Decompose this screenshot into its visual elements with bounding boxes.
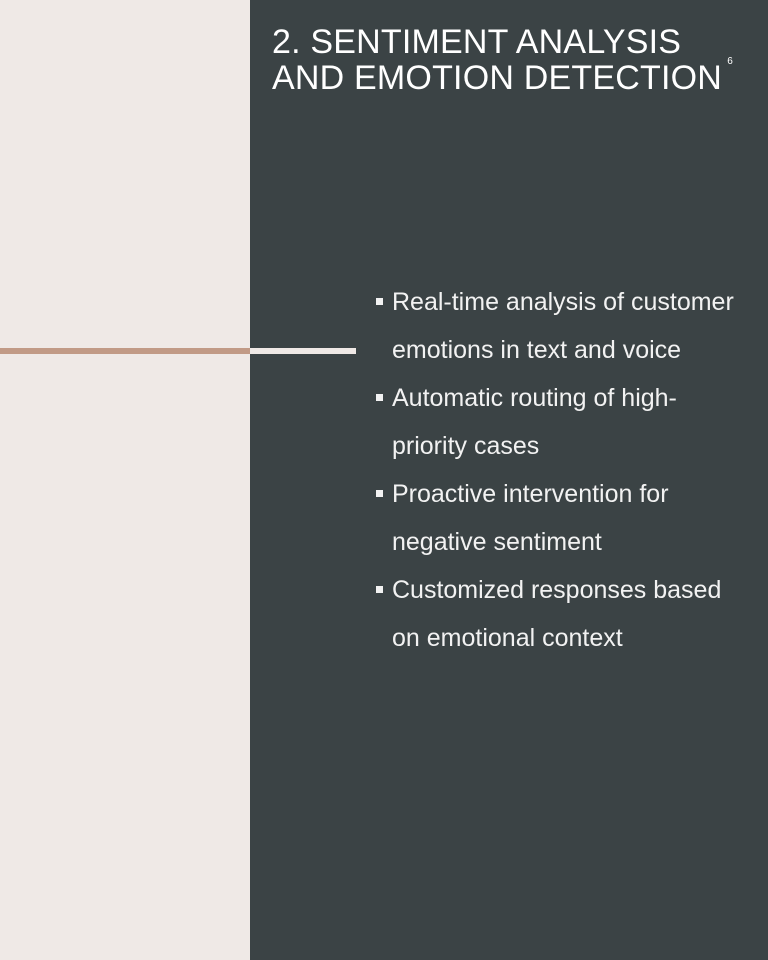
white-divider-line	[250, 348, 356, 354]
bullet-item: Real-time analysis of customer emotions …	[375, 278, 745, 374]
bullet-list: Real-time analysis of customer emotions …	[375, 278, 745, 662]
square-bullet-icon	[376, 586, 383, 593]
bullet-text: Real-time analysis of customer emotions …	[392, 288, 734, 364]
bullet-text: Customized responses based on emotional …	[392, 576, 722, 652]
square-bullet-icon	[376, 298, 383, 305]
slide-number: 6	[727, 56, 733, 67]
bullet-item: Proactive intervention for negative sent…	[375, 470, 745, 566]
bullet-item: Customized responses based on emotional …	[375, 566, 745, 662]
bullet-text: Automatic routing of high-priority cases	[392, 384, 677, 460]
bullet-text: Proactive intervention for negative sent…	[392, 480, 669, 556]
square-bullet-icon	[376, 394, 383, 401]
left-light-panel	[0, 0, 250, 960]
slide-title: 2. SENTIMENT ANALYSIS AND EMOTION DETECT…	[272, 23, 722, 97]
square-bullet-icon	[376, 490, 383, 497]
bullet-item: Automatic routing of high-priority cases	[375, 374, 745, 470]
accent-divider-line	[0, 348, 250, 354]
right-dark-panel	[250, 0, 768, 960]
